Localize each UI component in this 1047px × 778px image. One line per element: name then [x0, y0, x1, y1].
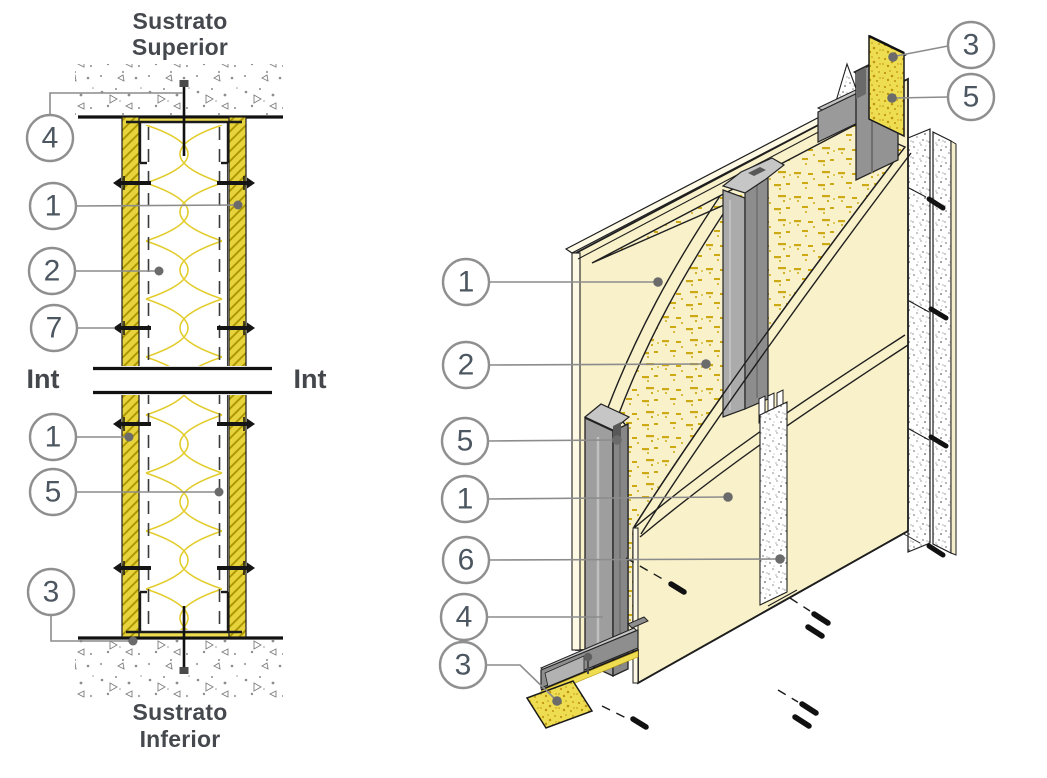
middle-stud	[721, 157, 786, 418]
callout-number: 3	[455, 649, 472, 682]
callout-number: 2	[458, 349, 475, 382]
left-view-leaders	[49, 92, 243, 646]
callout-number: 1	[45, 421, 62, 454]
callout-right-6: 6	[441, 535, 491, 585]
callout-number: 3	[963, 29, 980, 62]
callout-number: 2	[44, 255, 61, 288]
screw-row	[113, 176, 255, 190]
callout-number: 1	[458, 266, 475, 299]
floor-anchor	[583, 652, 593, 674]
callout-left-1b: 1	[28, 412, 78, 462]
callout-number: 3	[43, 576, 60, 609]
far-wall-layers	[889, 128, 957, 558]
screw-rows	[113, 176, 255, 575]
insulation-cut-curve	[633, 146, 906, 528]
label-int-right: Int	[294, 364, 327, 394]
wall-bottom-edge	[637, 530, 909, 684]
right-view-leaders	[486, 45, 949, 706]
front-stud	[583, 403, 631, 678]
callout-left-4: 4	[25, 113, 75, 163]
callout-left-7: 7	[29, 303, 79, 353]
top-anchor-bolt	[179, 80, 189, 156]
callout-number: 7	[46, 312, 63, 345]
screw-row	[113, 561, 255, 575]
left-section-view: 4 1 2 7 1 5 3 Sustrato Superior Int	[25, 8, 327, 752]
label-sustrato-superior-1: Sustrato	[133, 8, 228, 34]
lower-substrate-hatch	[75, 640, 283, 701]
callout-right-3: 3	[438, 640, 488, 690]
board-left-edge	[571, 252, 581, 651]
callout-right-2: 2	[441, 340, 491, 390]
callout-left-3: 3	[26, 567, 76, 617]
callout-left-5: 5	[28, 467, 78, 517]
label-sustrato-superior-2: Superior	[132, 34, 228, 60]
label-sustrato-inferior-1: Sustrato	[133, 699, 228, 725]
callout-right-1b: 1	[440, 474, 490, 524]
right-isometric-view: 3 5 1 2 5 1 6 4	[438, 20, 996, 730]
upper-substrate-hatch	[75, 64, 283, 116]
label-sustrato-inferior-2: Inferior	[140, 726, 221, 752]
screw-indicators	[601, 557, 831, 730]
bottom-anchor-bolt	[179, 606, 189, 674]
callout-right-4: 4	[439, 592, 489, 642]
lower-board-edge	[632, 527, 639, 684]
callout-left-1a: 1	[28, 181, 78, 231]
callout-number: 5	[45, 476, 62, 509]
callout-number: 1	[45, 190, 62, 223]
insulation-cut-curve-2	[640, 152, 912, 535]
top-band-inner-line	[577, 108, 863, 260]
callout-number: 4	[42, 122, 59, 155]
callout-right-5-top: 5	[946, 72, 996, 122]
callout-number: 6	[458, 544, 475, 577]
label-int-left: Int	[27, 364, 60, 394]
board-cut-curve-left	[606, 195, 721, 411]
screw-row	[113, 417, 255, 431]
callout-right-5: 5	[440, 416, 490, 466]
callout-number: 4	[456, 601, 473, 634]
far-wall-screw-ticks	[926, 196, 949, 558]
screw-row	[113, 321, 255, 335]
callout-number: 5	[963, 81, 980, 114]
callout-number: 1	[457, 483, 474, 516]
section-break	[85, 366, 291, 395]
callout-right-3-top: 3	[946, 20, 996, 70]
callout-left-2: 2	[27, 246, 77, 296]
callout-number: 5	[457, 425, 474, 458]
callout-right-1a: 1	[441, 257, 491, 307]
